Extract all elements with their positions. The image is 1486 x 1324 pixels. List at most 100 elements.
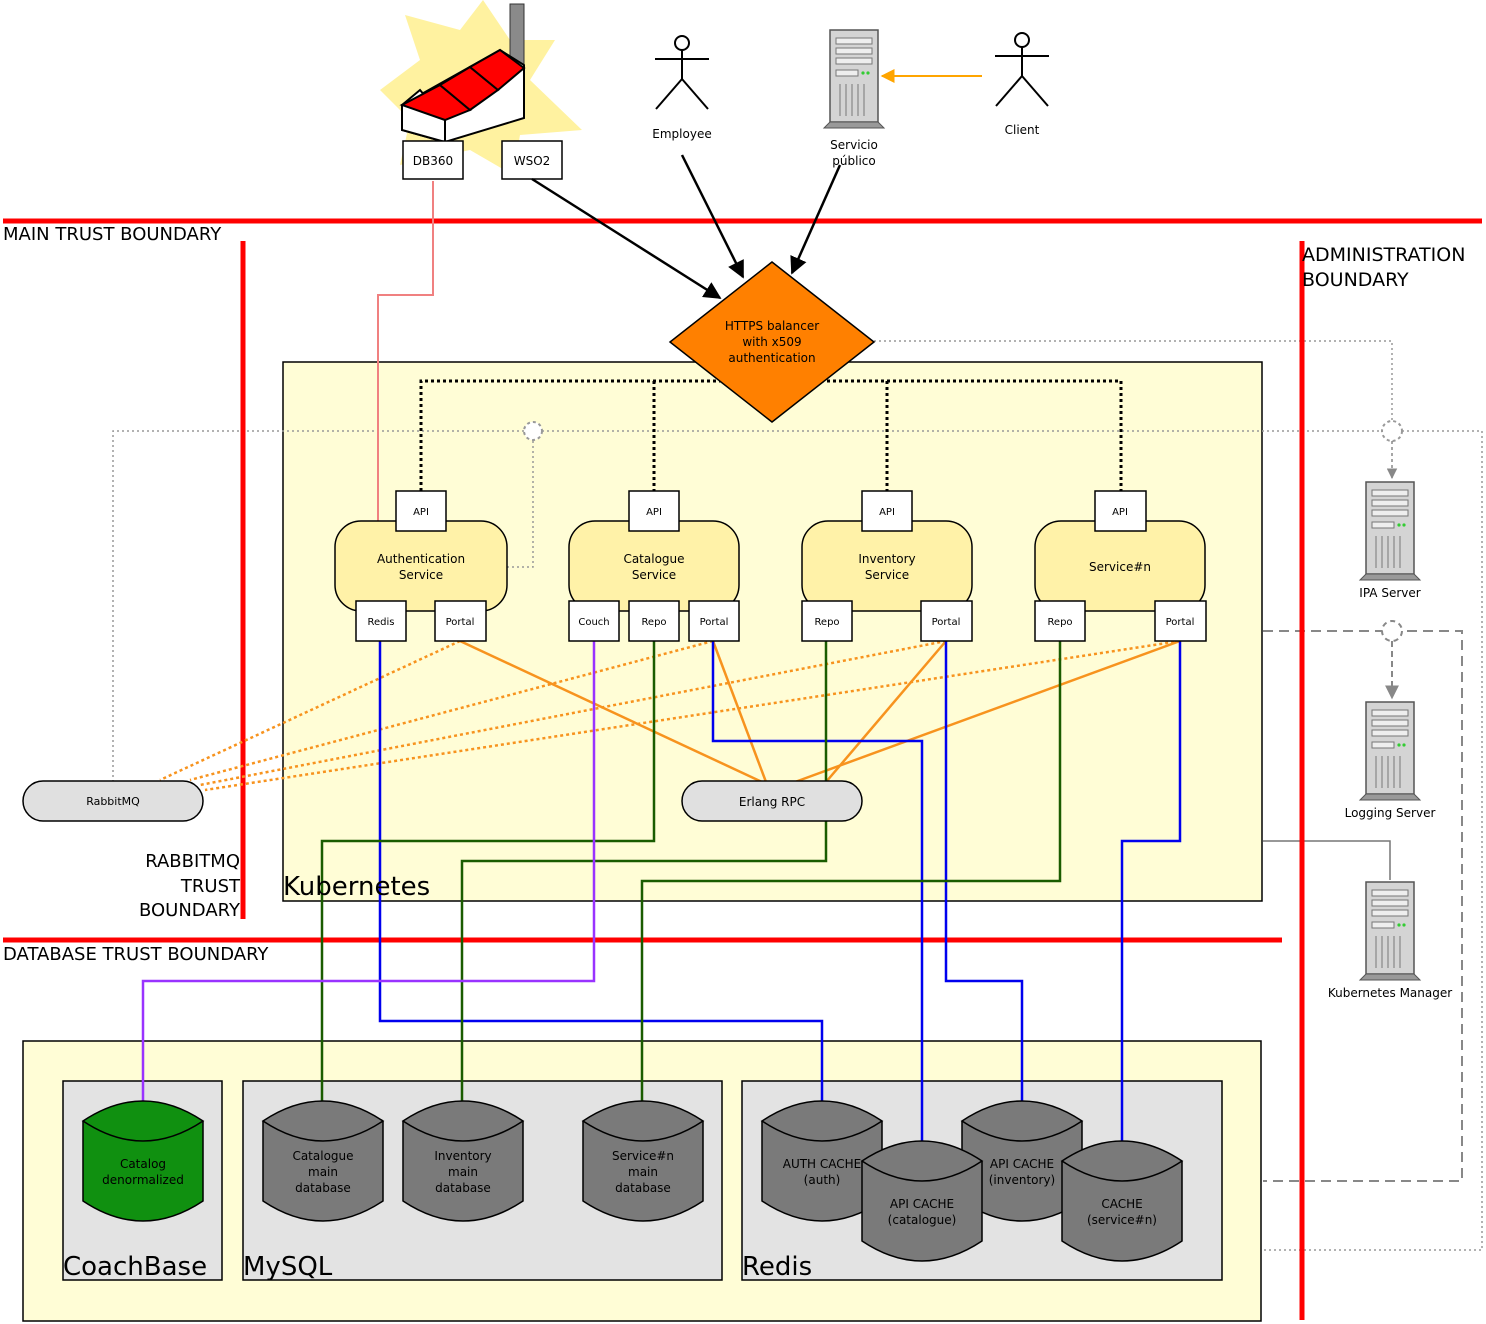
catalogue-service: Catalogue Service API Couch Repo Portal xyxy=(568,490,740,642)
catalogue-db-label-3: database xyxy=(295,1181,351,1195)
mysql-label: MySQL xyxy=(243,1252,333,1282)
servicio-balancer-arrow xyxy=(790,164,842,275)
catalog-denormalized-db: Catalog denormalized xyxy=(81,1100,205,1222)
api-cache-inventory-db: API CACHE (inventory) xyxy=(960,1100,1084,1222)
wso2-balancer-arrow xyxy=(531,177,722,300)
rabbitmq-links xyxy=(159,639,1181,792)
redis-label: Redis xyxy=(742,1252,812,1282)
inventory-portal-port: Portal xyxy=(932,617,961,628)
kubernetes-manager-label: Kubernetes Manager xyxy=(1328,986,1452,1000)
inventory-repo-port: Repo xyxy=(814,617,839,628)
auth-service-label-2: Service xyxy=(399,568,443,582)
rabbitmq-boundary-label-2: TRUST xyxy=(180,876,241,897)
erlang-rpc-label: Erlang RPC xyxy=(739,795,805,809)
api-cache-catalogue-db: API CACHE (catalogue) xyxy=(860,1140,984,1262)
https-balancer: HTTPS balancer with x509 authentication xyxy=(668,261,876,423)
kubernetes-label: Kubernetes xyxy=(283,872,430,902)
api-cache-inventory-label-2: (inventory) xyxy=(989,1173,1055,1187)
servicen-main-db: Service#n main database xyxy=(581,1100,705,1222)
api-cache-catalogue-label-1: API CACHE xyxy=(890,1197,954,1211)
servicen-portal-port: Portal xyxy=(1166,617,1195,628)
catalogue-service-label-2: Service xyxy=(632,568,676,582)
db360-auth-link xyxy=(377,181,434,521)
auth-cache-label-1: AUTH CACHE xyxy=(783,1157,862,1171)
balancer-label-1: HTTPS balancer xyxy=(725,319,819,333)
redis-links xyxy=(378,641,1182,1141)
servicen-db-label-3: database xyxy=(615,1181,671,1195)
catalog-denorm-label-2: denormalized xyxy=(102,1173,184,1187)
wso2-label: WSO2 xyxy=(514,154,551,168)
db360-box: DB360 xyxy=(402,140,464,180)
admin-junction-right xyxy=(1381,420,1403,442)
auth-cache-db: AUTH CACHE (auth) xyxy=(760,1100,884,1222)
coachbase-label: CoachBase xyxy=(63,1252,207,1282)
inventory-db-label-1: Inventory xyxy=(434,1149,491,1163)
admin-network-lines xyxy=(112,340,1483,1251)
balancer-label-3: authentication xyxy=(728,351,815,365)
servicen-db-label-1: Service#n xyxy=(612,1149,674,1163)
database-boundary-label: DATABASE TRUST BOUNDARY xyxy=(3,944,269,965)
db360-label: DB360 xyxy=(413,154,453,168)
client-icon xyxy=(994,32,1050,107)
auth-api-port: API xyxy=(413,507,429,518)
inventory-main-db: Inventory main database xyxy=(401,1100,525,1222)
servicen-api-port: API xyxy=(1112,507,1128,518)
servicio-publico-label-2: público xyxy=(832,154,875,168)
auth-portal-port: Portal xyxy=(446,617,475,628)
rabbitmq-node: RabbitMQ xyxy=(22,780,204,822)
admin-boundary-label-2: BOUNDARY xyxy=(1302,269,1409,291)
rabbitmq-boundary-label-1: RABBITMQ xyxy=(145,851,240,872)
trust-boundaries xyxy=(3,218,1482,1320)
rpc-links xyxy=(459,639,1181,784)
logging-junction xyxy=(1381,620,1403,642)
erlang-rpc-node: Erlang RPC xyxy=(681,780,863,822)
couch-link xyxy=(141,641,596,1101)
rabbitmq-boundary-label-3: BOUNDARY xyxy=(139,900,241,921)
ipa-server-icon xyxy=(1359,481,1421,581)
auth-service-label-1: Authentication xyxy=(377,552,465,566)
kubernetes-manager-icon xyxy=(1359,881,1421,981)
employee-icon xyxy=(654,35,710,110)
admin-junction xyxy=(523,421,543,441)
inventory-service-label-2: Service xyxy=(865,568,909,582)
main-trust-boundary-label: MAIN TRUST BOUNDARY xyxy=(3,224,222,245)
api-cache-inventory-label-1: API CACHE xyxy=(990,1157,1054,1171)
catalog-denorm-label-1: Catalog xyxy=(120,1157,166,1171)
wso2-box: WSO2 xyxy=(501,140,563,180)
factory-icon xyxy=(380,0,582,175)
catalogue-db-label-2: main xyxy=(308,1165,338,1179)
logging-server-label: Logging Server xyxy=(1345,806,1436,820)
servicio-publico-label-1: Servicio xyxy=(830,138,878,152)
logging-network-lines xyxy=(1263,630,1463,1182)
catalogue-db-label-1: Catalogue xyxy=(292,1149,353,1163)
balancer-label-2: with x509 xyxy=(742,335,801,349)
rabbitmq-label: RabbitMQ xyxy=(86,795,140,808)
auth-redis-port: Redis xyxy=(368,617,395,628)
servicen-repo-port: Repo xyxy=(1047,617,1072,628)
k8s-manager-link xyxy=(1263,840,1391,880)
logging-server-icon xyxy=(1359,701,1421,801)
balancer-api-links xyxy=(419,379,1123,491)
catalogue-main-db: Catalogue main database xyxy=(261,1100,385,1222)
cache-servicen-db: CACHE (service#n) xyxy=(1060,1140,1184,1262)
employee-balancer-arrow xyxy=(680,154,745,279)
servicen-service-label: Service#n xyxy=(1089,560,1151,574)
inventory-db-label-3: database xyxy=(435,1181,491,1195)
catalogue-repo-port: Repo xyxy=(641,617,666,628)
catalogue-couch-port: Couch xyxy=(578,617,609,628)
catalogue-portal-port: Portal xyxy=(700,617,729,628)
employee-label: Employee xyxy=(652,127,711,141)
catalogue-api-port: API xyxy=(646,507,662,518)
catalogue-service-label-1: Catalogue xyxy=(623,552,684,566)
cache-servicen-label-2: (service#n) xyxy=(1087,1213,1157,1227)
servicen-db-label-2: main xyxy=(628,1165,658,1179)
inventory-service: Inventory Service API Repo Portal xyxy=(801,490,973,642)
cache-servicen-label-1: CACHE xyxy=(1101,1197,1142,1211)
inventory-api-port: API xyxy=(879,507,895,518)
servicio-publico-server-icon xyxy=(823,29,885,129)
admin-boundary-label-1: ADMINISTRATION xyxy=(1302,244,1465,266)
api-cache-catalogue-label-2: (catalogue) xyxy=(888,1213,957,1227)
ipa-server-label: IPA Server xyxy=(1359,586,1420,600)
inventory-service-label-1: Inventory xyxy=(858,552,915,566)
